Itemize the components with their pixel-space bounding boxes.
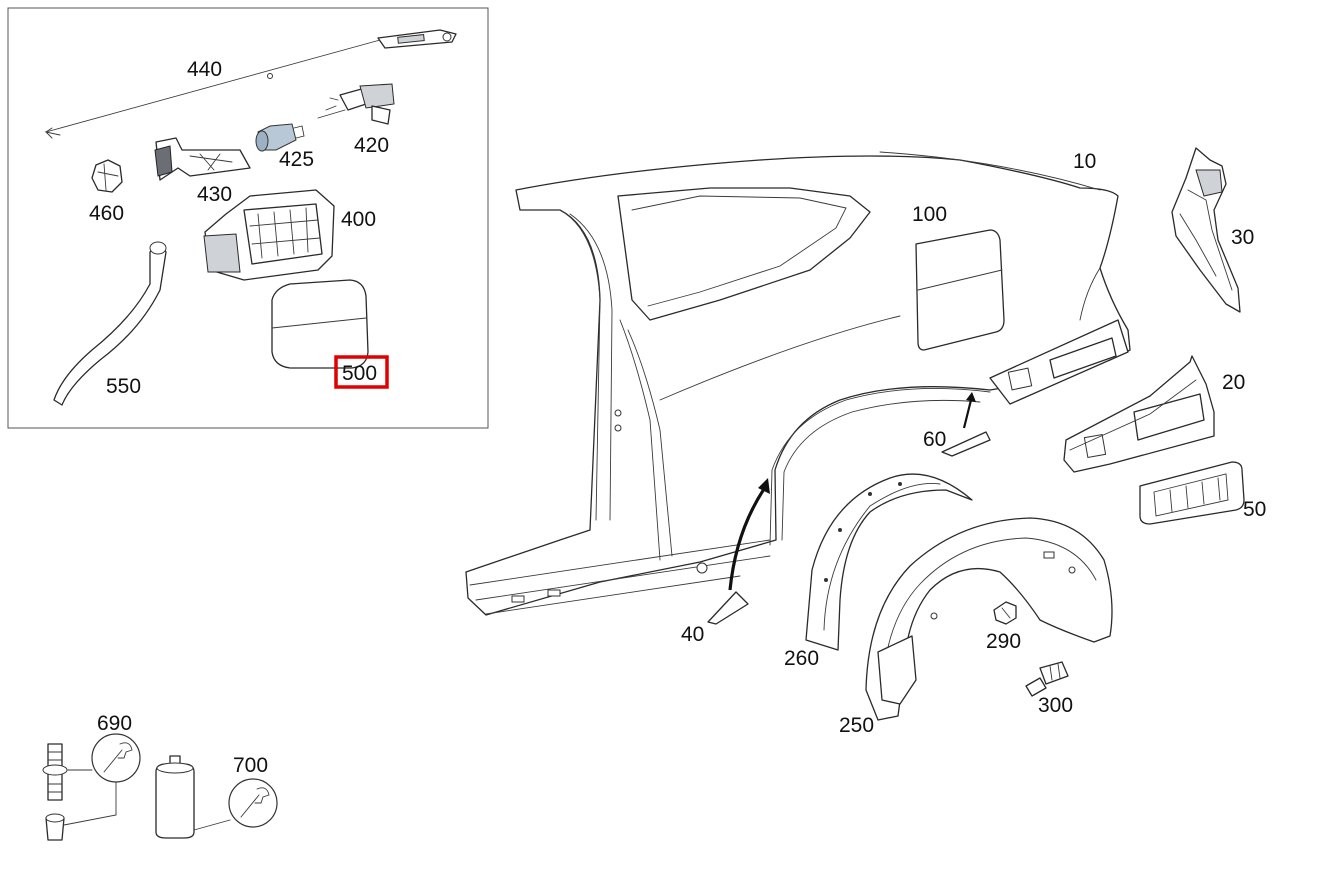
callout-440[interactable]: 440 — [187, 58, 222, 81]
part-60-patch[interactable] — [941, 392, 991, 457]
part-425-lock-cylinder[interactable] — [255, 123, 305, 152]
highlight-box-500 — [334, 355, 389, 389]
callout-500[interactable]: 500 — [342, 362, 377, 385]
part-300-push-rivet[interactable] — [1025, 661, 1069, 697]
callout-60[interactable]: 60 — [923, 428, 946, 451]
callout-10[interactable]: 10 — [1073, 150, 1096, 173]
part-420-actuator[interactable] — [317, 83, 395, 125]
callout-250[interactable]: 250 — [839, 714, 874, 737]
callout-430[interactable]: 430 — [197, 183, 232, 206]
callout-300[interactable]: 300 — [1038, 694, 1073, 717]
callout-20[interactable]: 20 — [1222, 371, 1245, 394]
callout-100[interactable]: 100 — [912, 203, 947, 226]
part-260-arch-liner[interactable] — [805, 473, 973, 651]
fuel-filler-inset — [7, 7, 489, 429]
part-500-fuel-door[interactable] — [271, 279, 369, 369]
callout-700[interactable]: 700 — [233, 754, 268, 777]
callout-460[interactable]: 460 — [89, 202, 124, 225]
callout-420[interactable]: 420 — [354, 134, 389, 157]
part-460-clip[interactable] — [91, 159, 123, 193]
part-100-fuel-door-cutout[interactable] — [915, 229, 1005, 351]
callout-550[interactable]: 550 — [106, 375, 141, 398]
part-700-sealant[interactable] — [155, 755, 278, 839]
callout-400[interactable]: 400 — [341, 208, 376, 231]
part-430-bracket[interactable] — [154, 137, 251, 181]
wrench-icon — [228, 778, 278, 828]
part-250-wheel-housing-liner[interactable] — [865, 517, 1113, 721]
part-290-clip[interactable] — [993, 601, 1017, 625]
callout-260[interactable]: 260 — [784, 647, 819, 670]
part-550-filler-hose[interactable] — [53, 241, 167, 406]
callout-690[interactable]: 690 — [97, 712, 132, 735]
part-50-vent-grille[interactable] — [1139, 461, 1245, 525]
part-690-stud[interactable] — [42, 733, 141, 841]
callout-30[interactable]: 30 — [1231, 226, 1254, 249]
callout-40[interactable]: 40 — [681, 623, 704, 646]
part-30-rear-bracket[interactable] — [1171, 147, 1241, 313]
part-400-filler-housing[interactable] — [203, 189, 335, 281]
part-440-release-cable[interactable] — [44, 29, 457, 139]
callout-290[interactable]: 290 — [986, 630, 1021, 653]
part-40-patch[interactable] — [707, 478, 770, 625]
part-20-inner-panel[interactable] — [1063, 355, 1215, 473]
wrench-icon — [91, 733, 141, 783]
callout-425[interactable]: 425 — [279, 148, 314, 171]
callout-50[interactable]: 50 — [1243, 498, 1266, 521]
